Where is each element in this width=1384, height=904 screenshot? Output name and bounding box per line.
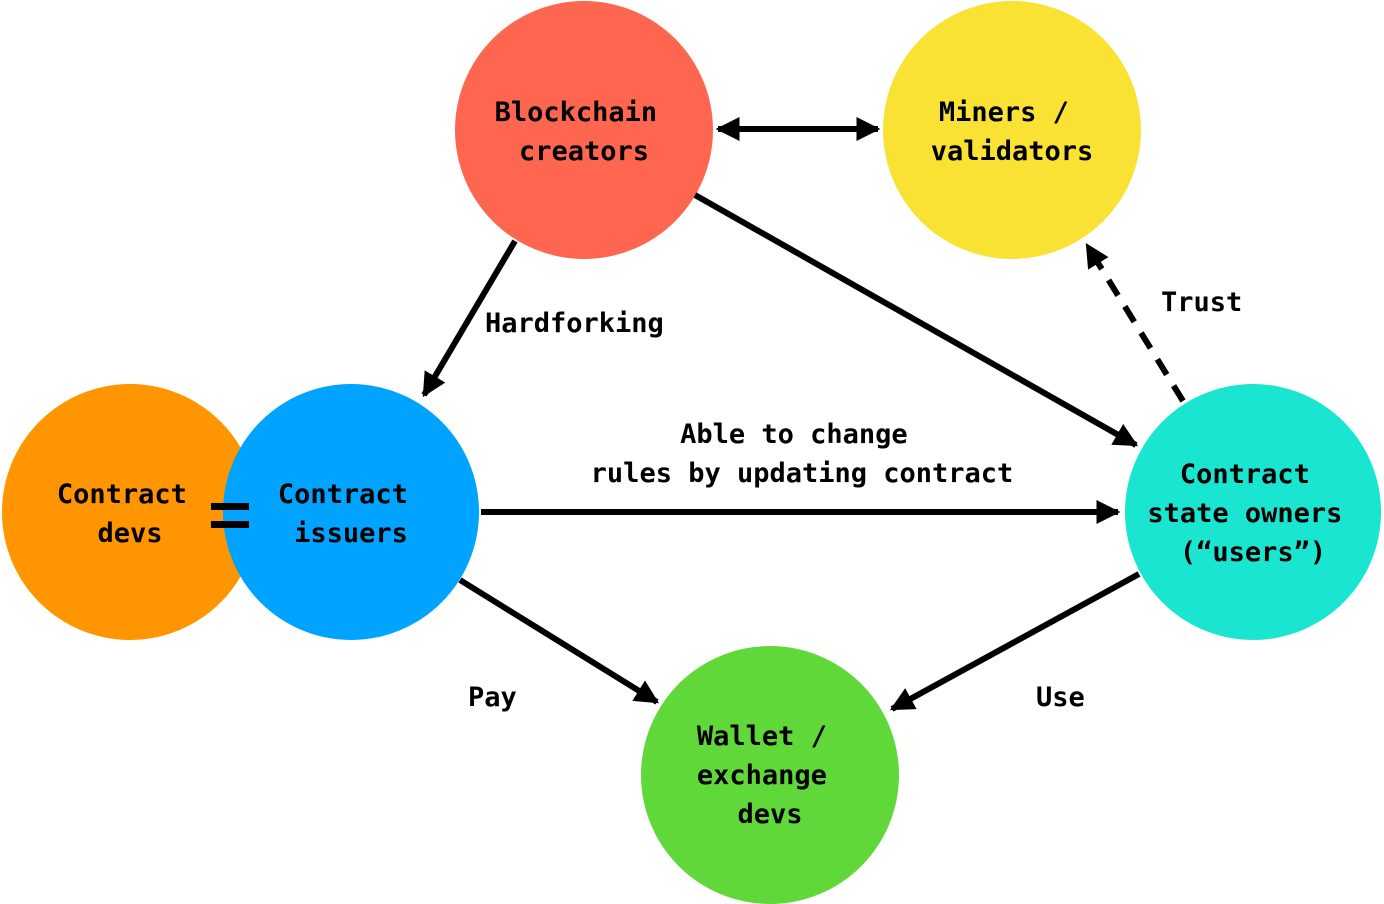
label-line: Able to change: [680, 419, 908, 450]
label-line: validators: [931, 136, 1094, 167]
label-line: creators: [519, 136, 649, 167]
label-line: Blockchain: [495, 97, 658, 128]
label-line: devs: [97, 518, 162, 549]
label-line: rules by updating contract: [591, 458, 1014, 489]
label-line: Miners /: [939, 97, 1069, 128]
node-contract-state-owners: [1125, 384, 1381, 640]
label-line: Contract: [1180, 459, 1310, 490]
label-line: exchange: [697, 760, 827, 791]
label-line: issuers: [294, 518, 408, 549]
label-contract-issuers: Contract issuers: [278, 479, 424, 549]
label-line: (“users”): [1180, 537, 1326, 568]
label-contract-state-owners: Contract state owners (“users”): [1147, 459, 1358, 568]
node-miners-validators: [883, 1, 1141, 259]
label-use: Use: [1036, 682, 1085, 713]
equals-icon: [211, 503, 249, 528]
edge-creators-owners: [693, 192, 1139, 448]
label-miners-validators: Miners / validators: [931, 97, 1094, 167]
label-pay: Pay: [468, 682, 517, 713]
label-line: Wallet /: [697, 721, 827, 752]
edge-use: [889, 571, 1141, 712]
node-wallet-exchange-devs: [641, 646, 899, 904]
label-change-rules: Able to change rules by updating contrac…: [591, 419, 1014, 489]
node-contract-issuers: [223, 384, 479, 640]
label-line: state owners: [1147, 498, 1342, 529]
edge-trust: [1084, 242, 1186, 403]
label-line: devs: [737, 799, 802, 830]
label-wallet-exchange-devs: Wallet / exchange devs: [697, 721, 843, 830]
edge-hardforking: [421, 239, 518, 398]
label-trust: Trust: [1161, 287, 1242, 318]
label-line: Contract: [278, 479, 408, 510]
label-line: Contract: [57, 479, 187, 510]
edge-pay: [458, 577, 660, 705]
node-blockchain-creators: [455, 1, 713, 259]
label-hardforking: Hardforking: [485, 308, 664, 339]
node-contract-devs: [2, 384, 258, 640]
label-blockchain-creators: Blockchain creators: [495, 97, 674, 167]
label-contract-devs: Contract devs: [57, 479, 203, 549]
